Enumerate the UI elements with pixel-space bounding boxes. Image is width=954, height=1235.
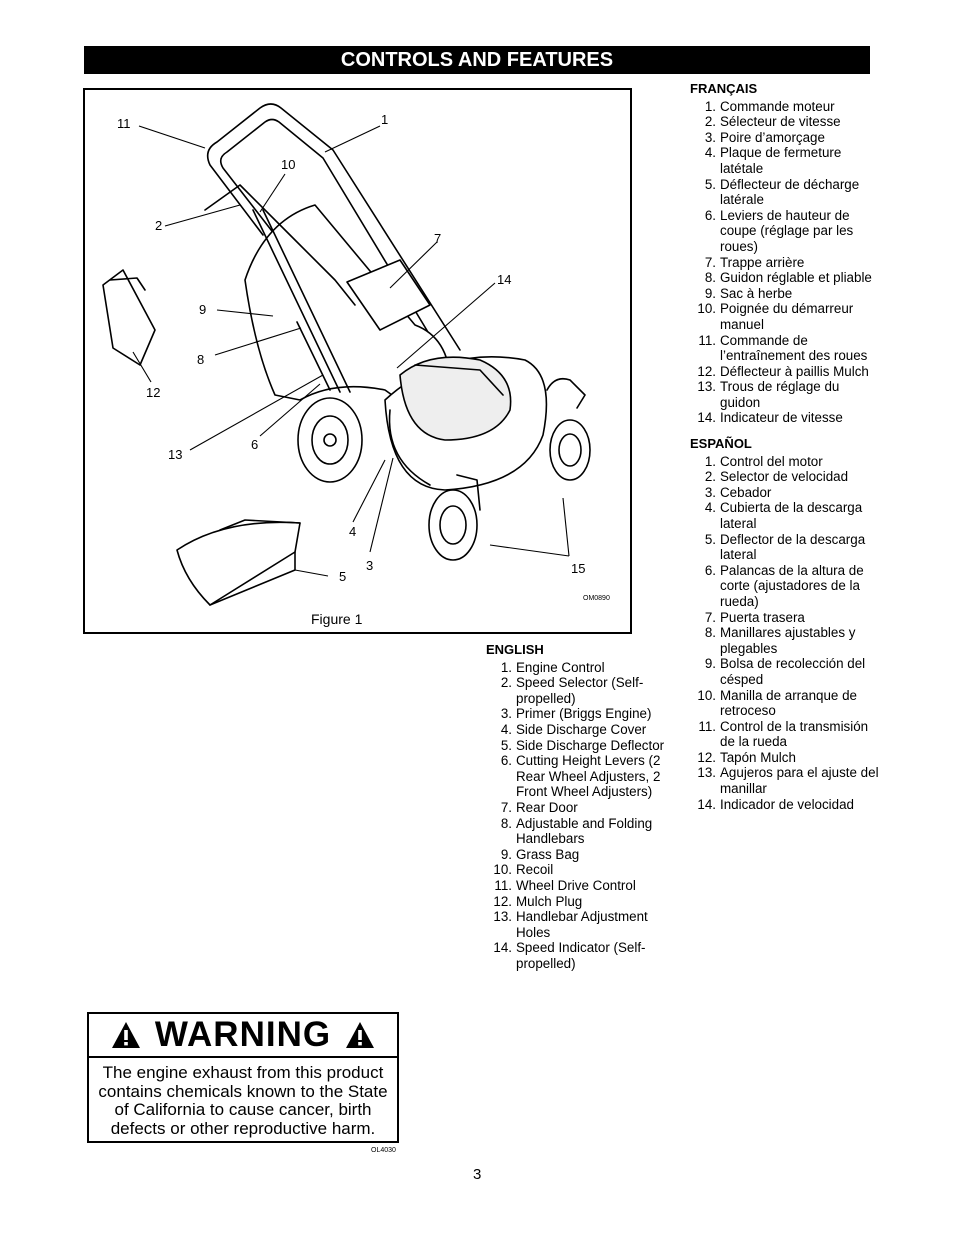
list-item: 9.Grass Bag bbox=[500, 846, 580, 862]
callout-15: 15 bbox=[571, 561, 586, 576]
espanol-list: ESPAÑOL 1.Control del motor 2.Selector d… bbox=[690, 436, 882, 812]
callout-11: 11 bbox=[117, 116, 131, 131]
list-item: 1.Commande moteur bbox=[704, 98, 835, 114]
mower-illustration bbox=[102, 103, 591, 606]
callout-14: 14 bbox=[497, 272, 512, 287]
callout-9: 9 bbox=[199, 302, 207, 317]
list-item: 11.Commande de l’entraînement des roues bbox=[698, 332, 868, 364]
list-item: 8.Guidon réglable et pliable bbox=[704, 270, 872, 286]
list-item: 4.Cubierta de la descarga lateral bbox=[704, 500, 863, 531]
english-list: ENGLISH 1.Engine Control 2.Speed Selecto… bbox=[486, 642, 676, 971]
page-number: 3 bbox=[473, 1166, 482, 1183]
list-item: 2.Speed Selector (Self-propelled) bbox=[500, 675, 644, 706]
list-item: 1.Control del motor bbox=[704, 453, 823, 469]
list-item: 5.Déflecteur de décharge latérale bbox=[704, 176, 860, 208]
list-item: 3.Cebador bbox=[704, 484, 772, 500]
list-item: 8.Manillares ajustables y plegables bbox=[704, 625, 856, 656]
warning-code: OL4030 bbox=[371, 1147, 396, 1154]
list-item: 3.Poire d’amorçage bbox=[704, 129, 825, 145]
figure-code: OM0890 bbox=[583, 595, 610, 602]
list-item: 11.Control de la transmisión de la rueda bbox=[698, 718, 869, 750]
list-item: 13.Trous de réglage du guidon bbox=[697, 379, 840, 410]
list-item: 4.Side Discharge Cover bbox=[500, 721, 647, 737]
callout-8: 8 bbox=[197, 352, 205, 367]
callout-13: 13 bbox=[168, 447, 183, 462]
list-item: 7.Trappe arrière bbox=[704, 254, 805, 270]
list-item: 2.Sélecteur de vitesse bbox=[704, 114, 841, 130]
francais-list: FRANÇAIS 1.Commande moteur 2.Sélecteur d… bbox=[690, 81, 882, 426]
list-item: 7.Rear Door bbox=[500, 799, 578, 815]
list-item: 14.Indicateur de vitesse bbox=[697, 410, 843, 426]
callout-3: 3 bbox=[366, 558, 374, 573]
list-item: 12.Déflecteur à paillis Mulch bbox=[697, 363, 869, 379]
list-item: 9.Sac à herbe bbox=[704, 285, 793, 301]
callout-12: 12 bbox=[146, 385, 161, 400]
warning-triangle-icon bbox=[111, 1022, 140, 1048]
list-item: 4.Plaque de fermeture latétale bbox=[704, 145, 842, 176]
warning-box: WARNING The engine exhaust from this pro… bbox=[87, 1012, 399, 1143]
list-item: 10.Recoil bbox=[493, 862, 554, 878]
list-item: 14.Speed Indicator (Self-propelled) bbox=[493, 940, 646, 971]
callout-6: 6 bbox=[251, 437, 259, 452]
list-item: 10.Manilla de arranque de retroceso bbox=[697, 687, 857, 719]
list-item: 6.Palancas de la altura de corte (ajusta… bbox=[704, 562, 864, 609]
callout-2: 2 bbox=[155, 218, 163, 233]
list-item: 9.Bolsa de recolección del césped bbox=[704, 656, 866, 687]
list-item: 8.Adjustable and Folding Handlebars bbox=[500, 815, 653, 847]
callout-1: 1 bbox=[381, 112, 389, 127]
list-item: 1.Engine Control bbox=[500, 659, 605, 675]
section-title: CONTROLS AND FEATURES bbox=[84, 46, 870, 74]
list-item: 10.Poignée du démarreur manuel bbox=[697, 301, 854, 332]
figure-caption: Figure 1 bbox=[311, 611, 363, 627]
callout-4: 4 bbox=[349, 524, 357, 539]
list-item: 14.Indicador de velocidad bbox=[697, 796, 854, 812]
list-item: 12.Tapón Mulch bbox=[697, 749, 796, 765]
warning-triangle-icon bbox=[346, 1022, 375, 1048]
warning-header: WARNING bbox=[89, 1014, 397, 1058]
list-item: 11.Wheel Drive Control bbox=[494, 877, 636, 893]
list-item: 5.Side Discharge Deflector bbox=[500, 737, 665, 753]
list-item: 13.Handlebar Adjustment Holes bbox=[493, 909, 648, 940]
list-item: 7.Puerta trasera bbox=[704, 609, 805, 625]
english-heading: ENGLISH bbox=[486, 642, 544, 657]
list-item: 13.Agujeros para el ajuste del manillar bbox=[697, 765, 879, 797]
list-item: 2.Selector de velocidad bbox=[704, 469, 849, 485]
callout-5: 5 bbox=[339, 569, 347, 584]
warning-title: WARNING bbox=[154, 1015, 332, 1054]
list-item: 3.Primer (Briggs Engine) bbox=[500, 706, 652, 722]
list-item: 6.Leviers de hauteur de coupe (réglage p… bbox=[704, 207, 854, 254]
francais-heading: FRANÇAIS bbox=[690, 81, 758, 96]
list-item: 6.Cutting Height Levers (2 Rear Wheel Ad… bbox=[500, 753, 661, 800]
mower-figure: 11 1 10 2 7 14 9 8 12 13 6 4 3 5 15 OM08… bbox=[83, 88, 632, 634]
list-item: 12.Mulch Plug bbox=[493, 893, 583, 909]
espanol-heading: ESPAÑOL bbox=[690, 436, 752, 451]
list-item: 5.Deflector de la descarga lateral bbox=[704, 531, 866, 563]
callout-7: 7 bbox=[434, 231, 442, 246]
callout-10: 10 bbox=[281, 157, 296, 172]
warning-text: The engine exhaust from this product con… bbox=[98, 1063, 388, 1138]
